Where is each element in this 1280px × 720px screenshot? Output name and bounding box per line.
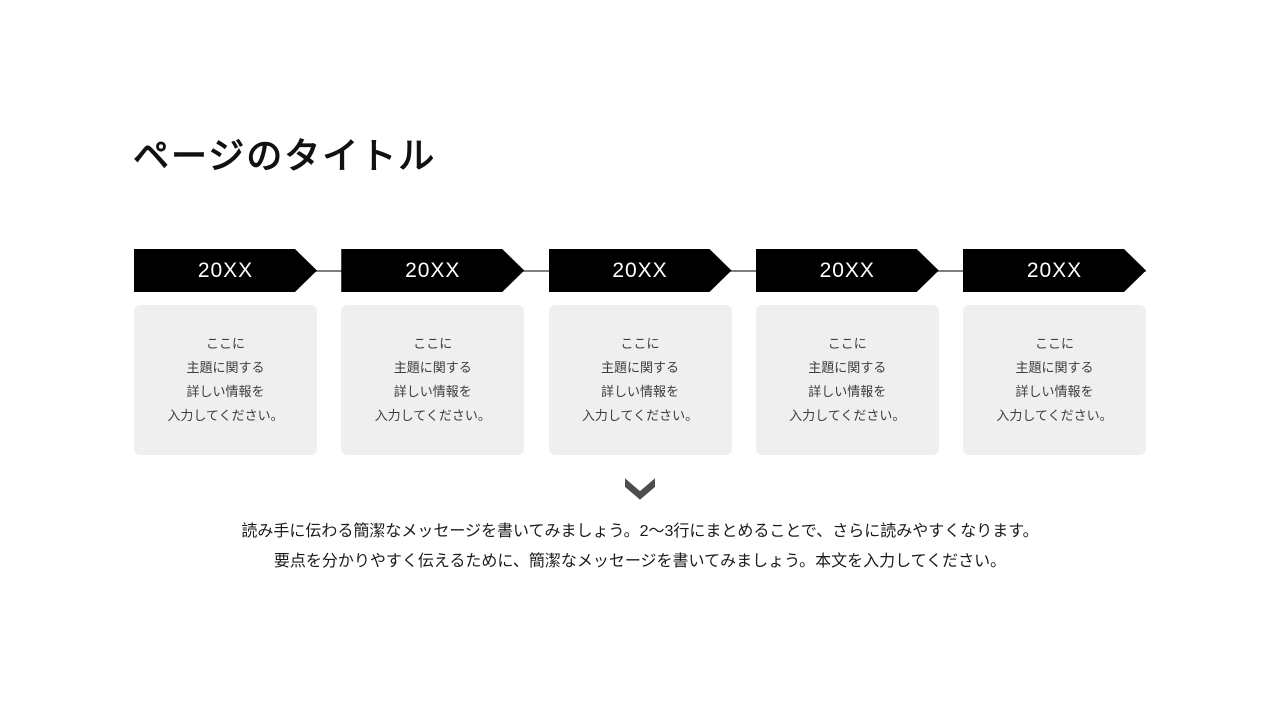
milestone-arrow-1: 20XX xyxy=(134,249,317,292)
milestone-card-1: ここに 主題に関する 詳しい情報を 入力してください。 xyxy=(134,305,317,455)
milestone-year-label: 20XX xyxy=(405,258,461,282)
chevron-down-icon xyxy=(625,478,655,500)
milestone-arrow-4: 20XX xyxy=(756,249,939,292)
summary-message: 読み手に伝わる簡潔なメッセージを書いてみましょう。2〜3行にまとめることで、さら… xyxy=(0,517,1280,577)
page-title: ページのタイトル xyxy=(133,135,437,176)
milestone-card-4: ここに 主題に関する 詳しい情報を 入力してください。 xyxy=(755,305,939,455)
milestone-arrow-2: 20XX xyxy=(341,249,524,292)
milestone-description: ここに 主題に関する 詳しい情報を 入力してください。 xyxy=(581,336,699,423)
milestone-year-label: 20XX xyxy=(197,258,254,282)
timeline-row: 20XX 20XX 20XX 20XX 20XX xyxy=(134,249,1146,292)
milestone-card-2: ここに 主題に関する 詳しい情報を 入力してください。 xyxy=(341,305,525,455)
milestone-cards-row: ここに 主題に関する 詳しい情報を 入力してください。 ここに 主題に関する 詳… xyxy=(134,305,1146,455)
milestone-description: ここに 主題に関する 詳しい情報を 入力してください。 xyxy=(167,336,284,423)
milestone-year-label: 20XX xyxy=(819,258,875,282)
milestone-card-3: ここに 主題に関する 詳しい情報を 入力してください。 xyxy=(548,305,732,455)
milestone-description: ここに 主題に関する 詳しい情報を 入力してください。 xyxy=(789,336,906,423)
milestone-arrow-3: 20XX xyxy=(549,249,732,292)
summary-message-line-1: 読み手に伝わる簡潔なメッセージを書いてみましょう。2〜3行にまとめることで、さら… xyxy=(241,523,1039,540)
milestone-description: ここに 主題に関する 詳しい情報を 入力してください。 xyxy=(996,336,1113,423)
summary-message-line-2: 要点を分かりやすく伝えるために、簡潔なメッセージを書いてみましょう。本文を入力し… xyxy=(273,553,1007,570)
milestone-year-label: 20XX xyxy=(612,258,668,282)
milestone-year-label: 20XX xyxy=(1026,258,1083,282)
milestone-card-5: ここに 主題に関する 詳しい情報を 入力してください。 xyxy=(963,305,1146,455)
milestone-description: ここに 主題に関する 詳しい情報を 入力してください。 xyxy=(374,336,491,423)
milestone-arrow-5: 20XX xyxy=(963,249,1146,292)
